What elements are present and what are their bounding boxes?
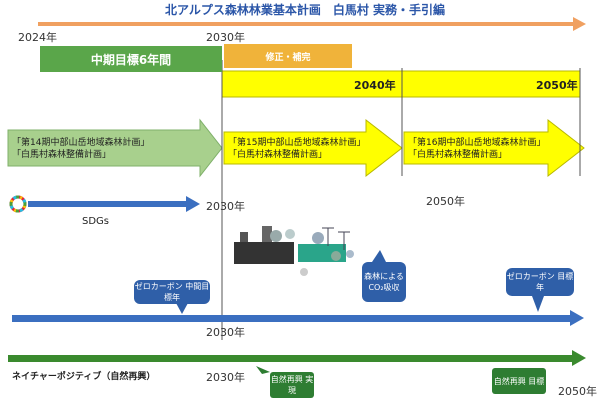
plan-15-arrow: [223, 118, 403, 178]
plan-14-line1: 「第14期中部山岳地域森林計画」: [12, 138, 150, 148]
year-2050-mid: 2050年: [426, 195, 465, 208]
plan-14-text: 「第14期中部山岳地域森林計画」 「白馬村森林整備計画」: [12, 137, 149, 161]
year-2030-zero: 2030年: [206, 326, 245, 339]
plan-15-text: 「第15期中部山岳地域森林計画」 「白馬村森林整備計画」: [228, 137, 365, 161]
zero-carbon-goal-bubble: ゼロカーボン 目標年: [506, 268, 574, 296]
plan-16-arrow: [403, 118, 585, 178]
plan-15-line1: 「第15期中部山岳地域森林計画」: [228, 138, 366, 148]
sdgs-label: SDGs: [82, 216, 110, 227]
year-2030-nature: 2030年: [206, 371, 245, 384]
plan-14-arrow: [7, 118, 223, 178]
plan-16-line1: 「第16期中部山岳地域森林計画」: [408, 138, 546, 148]
plan-16-line2: 「白馬村森林整備計画」: [408, 150, 508, 160]
revise-box: 修正・補完: [224, 44, 352, 68]
nature-positive-label: ネイチャーポジティブ（自然再興）: [12, 372, 156, 382]
zero-carbon-arrow: [12, 310, 584, 326]
sdgs-wheel-icon: [9, 195, 27, 213]
sdgs-arrow: [28, 196, 200, 212]
page-title: 北アルプス森林林業基本計画 白馬村 実務・手引編: [164, 3, 446, 17]
zero-carbon-mid-bubble: ゼロカーボン 中間目標年: [134, 280, 210, 304]
zero-goal-pointer: [532, 296, 544, 312]
forest-co2-illustration: [234, 226, 354, 276]
year-2040: 2040年: [354, 79, 396, 92]
midterm-goal-box: 中期目標6年間: [40, 46, 222, 72]
nature-practice-bubble: 自然再興 実現: [270, 372, 314, 398]
nature-practice-pointer: [256, 366, 270, 374]
forest-co2-bubble: 森林による CO₂吸収: [362, 262, 406, 302]
plan-15-line2: 「白馬村森林整備計画」: [228, 150, 328, 160]
yellow-band-top: [221, 70, 581, 98]
year-2050: 2050年: [536, 79, 578, 92]
plan-14-line2: 「白馬村森林整備計画」: [12, 150, 112, 160]
top-timeline-arrow: [38, 17, 586, 31]
year-2030-top: 2030年: [206, 31, 245, 44]
year-2050-end: 2050年: [558, 385, 597, 398]
zero-mid-pointer: [176, 303, 188, 314]
nature-positive-arrow: [8, 350, 586, 366]
nature-goal-bubble: 自然再興 目標: [492, 368, 546, 394]
plan-16-text: 「第16期中部山岳地域森林計画」 「白馬村森林整備計画」: [408, 137, 545, 161]
co2-pointer: [372, 250, 386, 262]
year-2030-sdgs: 2030年: [206, 200, 245, 213]
year-2024: 2024年: [18, 31, 57, 44]
